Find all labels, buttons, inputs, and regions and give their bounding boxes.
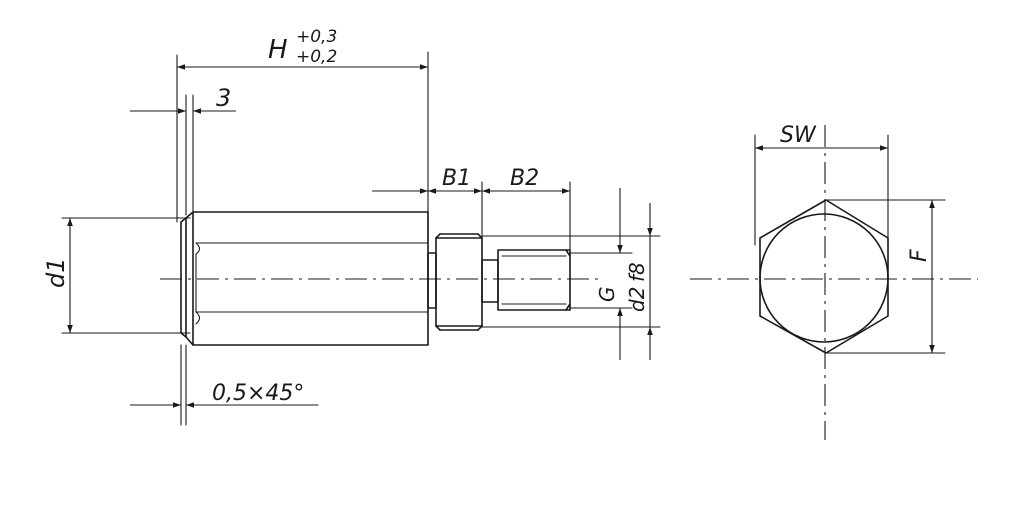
extension-lines xyxy=(61,51,661,426)
dimension-SW: SW xyxy=(755,123,888,151)
dimension-B1-B2: B1 B2 xyxy=(372,166,570,194)
label-B1: B1 xyxy=(442,166,471,191)
dimension-d2-f8: d2 f8 xyxy=(625,203,653,360)
inscribed-circle xyxy=(759,213,889,343)
label-H-tol-upper: +0,3 xyxy=(296,27,337,47)
dimension-3: 3 xyxy=(130,84,236,114)
hexagon-outline xyxy=(759,199,889,354)
label-d2: d2 xyxy=(625,287,649,312)
dimension-chamfer: 0,5×45° xyxy=(130,381,319,408)
label-F: F xyxy=(907,249,932,262)
label-SW: SW xyxy=(780,123,817,148)
side-view: H +0,3 +0,2 3 d1 B1 B2 G xyxy=(42,27,661,426)
label-B2: B2 xyxy=(510,166,539,191)
label-3: 3 xyxy=(216,84,231,112)
label-G: G xyxy=(595,287,619,303)
end-view-extension-lines xyxy=(754,134,946,354)
label-H-tol-lower: +0,2 xyxy=(296,47,337,67)
label-d1: d1 xyxy=(42,257,70,288)
dimension-F: F xyxy=(907,200,935,353)
label-f8: f8 xyxy=(625,262,649,282)
dimension-d1: d1 xyxy=(42,218,73,333)
label-chamfer: 0,5×45° xyxy=(212,381,304,406)
dimension-H: H +0,3 +0,2 xyxy=(177,27,428,70)
label-H: H xyxy=(268,35,288,65)
end-view: SW F xyxy=(690,123,978,440)
dimension-G: G xyxy=(595,188,623,360)
